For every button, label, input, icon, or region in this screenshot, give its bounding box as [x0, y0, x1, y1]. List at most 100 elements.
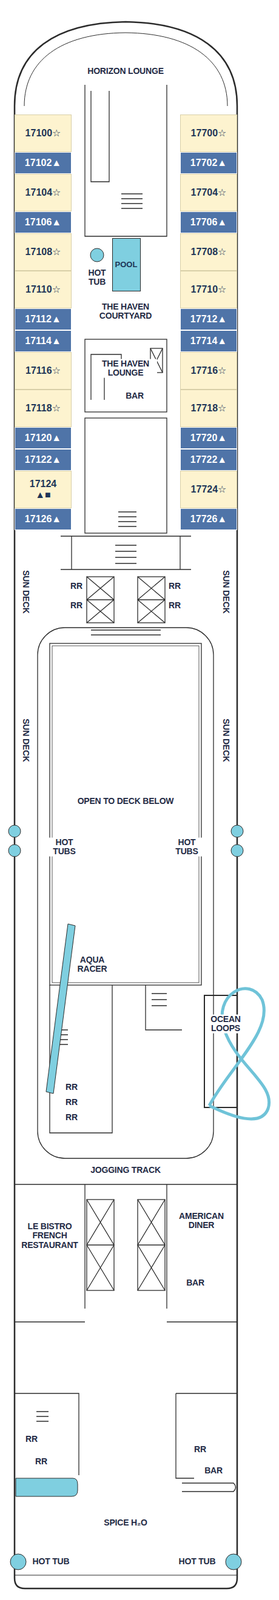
cabin-number: 17704☆: [191, 187, 227, 199]
cabin-number: 17106▲: [24, 217, 62, 229]
cabin-box: 17104☆: [14, 174, 72, 212]
cabin-box: 17122▲: [14, 449, 72, 472]
cabin-box: 17124 ▲■: [14, 471, 72, 509]
cabin-box: 17720▲: [180, 427, 238, 450]
hull: [14, 1576, 238, 1578]
cabin-box: 17722▲: [180, 449, 238, 472]
area-label: BAR: [203, 1467, 224, 1477]
area-label: RR: [192, 1446, 208, 1456]
water-features: [8, 826, 21, 839]
structure: [137, 577, 165, 624]
area-label: RR: [69, 582, 84, 592]
cabin-number: 17708☆: [191, 246, 227, 258]
area-label: HOT TUB: [83, 268, 111, 288]
area-label: JOGGING TRACK: [89, 1166, 162, 1177]
water-features: [8, 845, 21, 858]
cabin-box: 17114▲: [14, 330, 72, 353]
cabin-number: 17102▲: [24, 157, 62, 169]
cabin-number: 17116☆: [25, 365, 61, 377]
structure: [84, 84, 167, 237]
cabin-box: 17708☆: [180, 233, 238, 272]
cabin-number: 17118☆: [25, 403, 61, 415]
structure: [90, 630, 161, 636]
water-features: [8, 248, 244, 1572]
hull: [14, 21, 238, 1591]
area-label: HOT TUB: [177, 1558, 218, 1568]
structure: [145, 986, 182, 1032]
structure: [84, 1185, 167, 1311]
structure: [181, 1484, 236, 1494]
cabin-box: 17712▲: [180, 308, 238, 331]
area-label: RR: [33, 1458, 49, 1468]
area-label: RR: [69, 601, 84, 611]
water-features: [231, 826, 244, 839]
water-features: [15, 1479, 78, 1499]
water-features: [225, 1555, 242, 1572]
cabin-number: 17706▲: [190, 217, 227, 229]
structure: [137, 577, 165, 624]
area-label: SUN DECK: [20, 569, 30, 616]
structure: [151, 994, 167, 1007]
cabin-box: 17100☆: [14, 114, 72, 153]
cabin-number: 17126▲: [24, 514, 62, 526]
area-label: LE BISTRO FRENCH RESTAURANT: [16, 1223, 84, 1252]
area-label: RR: [167, 601, 182, 611]
cabin-box: 17710☆: [180, 271, 238, 309]
structure: [90, 90, 110, 182]
cabin-number: 17122▲: [24, 454, 62, 466]
area-label: RR: [64, 1083, 79, 1093]
area-label: AMERICAN DINER: [172, 1213, 231, 1232]
cabin-box: 17126▲: [14, 508, 72, 531]
cabin-number: 17112▲: [24, 314, 61, 326]
cabin-box: 17116☆: [14, 352, 72, 390]
cabin-number: 17124 ▲■: [24, 479, 62, 501]
structure: [86, 1200, 115, 1292]
area-label: THE HAVEN COURTYARD: [90, 302, 161, 322]
area-label: SUN DECK: [220, 718, 230, 765]
structure: [36, 1413, 49, 1423]
cabin-box: 17706▲: [180, 211, 238, 234]
structure: [84, 418, 167, 534]
water-features: [231, 845, 244, 858]
area-label: HOT TUB: [31, 1558, 71, 1568]
structure: [175, 1395, 238, 1480]
cabin-number: 17100☆: [25, 127, 62, 139]
area-label: HORIZON LOUNGE: [86, 66, 165, 76]
structure: [86, 577, 115, 624]
cabin-number: 17722▲: [190, 454, 227, 466]
structure: [86, 1200, 115, 1292]
cabin-number: 17720▲: [190, 433, 227, 444]
pool-area: POOL: [112, 238, 141, 292]
cabin-number: 17724☆: [191, 484, 227, 496]
cabin-box: 17724☆: [180, 471, 238, 509]
cabin-box: 17102▲: [14, 152, 72, 175]
cabin-box: 17120▲: [14, 427, 72, 450]
ocean-loops-slide: [209, 989, 270, 1121]
cabin-box: 17112▲: [14, 308, 72, 331]
area-label: SPICE H₂O: [102, 1519, 148, 1530]
structure: [14, 1322, 238, 1324]
cabin-number: 17702▲: [190, 157, 227, 169]
cabin-number: 17104☆: [25, 187, 62, 199]
cabin-number: 17114▲: [24, 336, 61, 347]
cabin-number: 17700☆: [191, 127, 227, 139]
cabin-number: 17726▲: [190, 514, 227, 526]
cabin-box: 17704☆: [180, 174, 238, 212]
structure: [121, 194, 143, 209]
structure: [14, 1395, 79, 1477]
area-label: OCEAN LOOPS: [206, 1015, 245, 1035]
cabin-number: 17710☆: [191, 284, 227, 296]
cabin-box: 17716☆: [180, 352, 238, 390]
area-label: RR: [64, 1099, 79, 1109]
cabin-number: 17108☆: [25, 246, 62, 258]
cabin-box: 17714▲: [180, 330, 238, 353]
structure: [84, 339, 167, 413]
area-label: SUN DECK: [220, 569, 230, 616]
cabin-number: 17716☆: [191, 365, 227, 377]
cabin-number: 17718☆: [191, 403, 227, 415]
cabin-number: 17120▲: [24, 433, 62, 444]
structure: [137, 1200, 165, 1292]
ocean-loops-slide: [204, 989, 270, 1121]
water-features: [10, 1555, 27, 1572]
